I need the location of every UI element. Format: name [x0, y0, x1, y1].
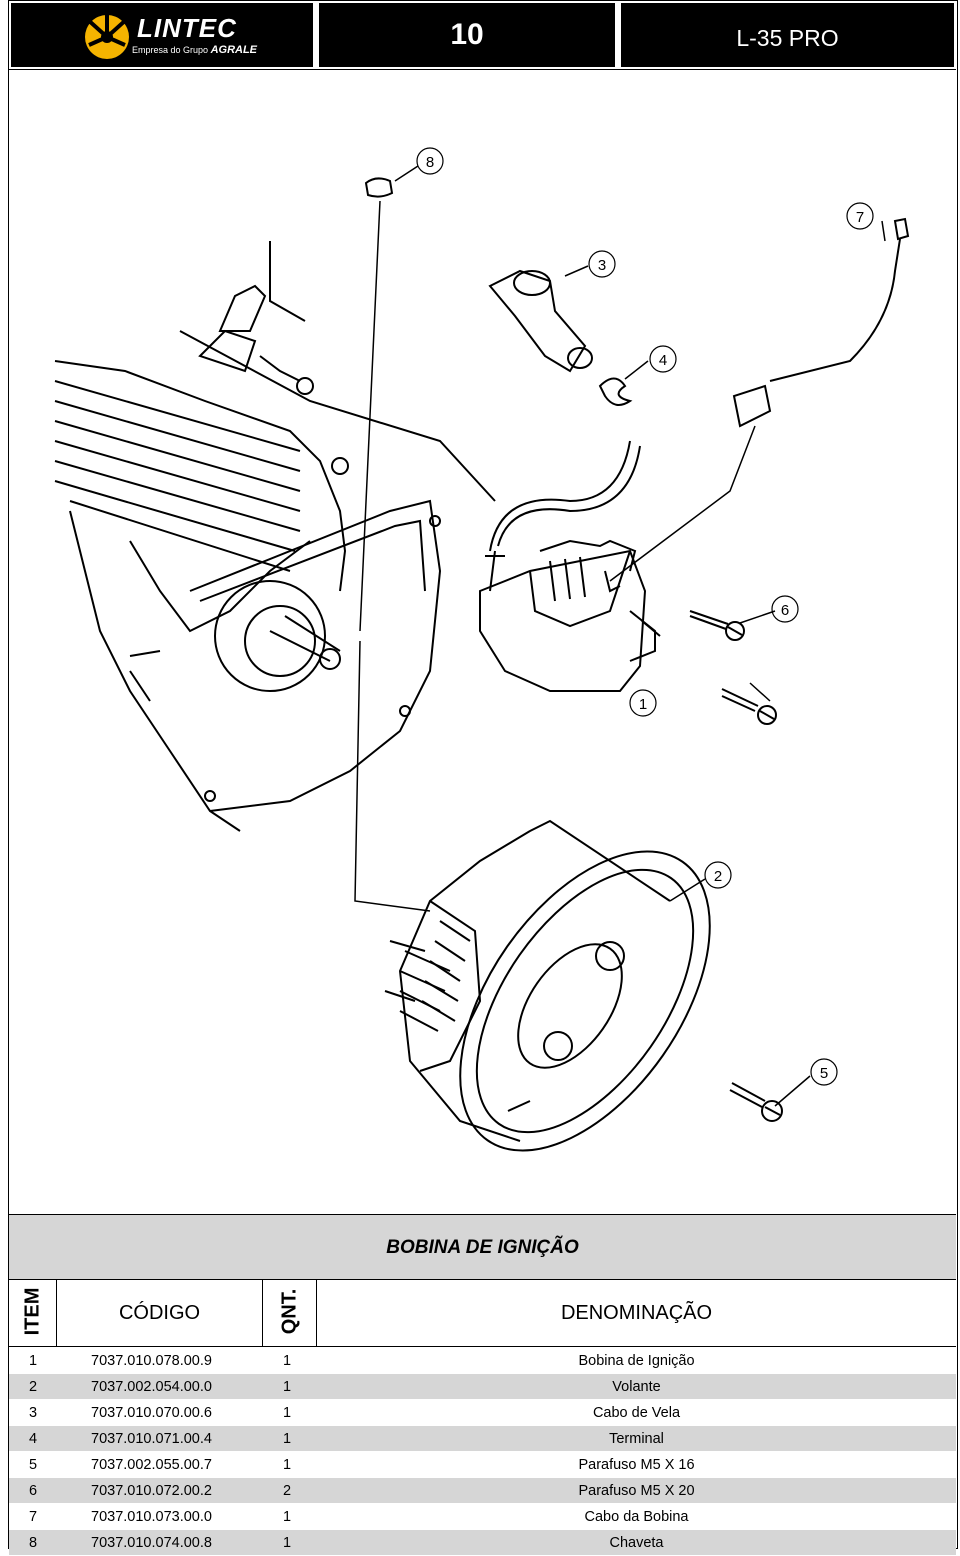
- col-item-header: ITEM: [9, 1280, 57, 1346]
- model-name: L-35 PRO: [736, 25, 839, 51]
- svg-text:8: 8: [426, 154, 434, 171]
- table-header: ITEM CÓDIGO QNT. DENOMINAÇÃO: [9, 1280, 956, 1347]
- section-title: BOBINA DE IGNIÇÃO: [386, 1237, 579, 1258]
- callout-2: 2: [704, 861, 732, 889]
- callout-7: 7: [846, 202, 874, 230]
- page-header: LINTEC Empresa do Grupo AGRALE 10 L-35 P…: [9, 1, 956, 70]
- parts-catalog-page: LINTEC Empresa do Grupo AGRALE 10 L-35 P…: [8, 0, 958, 1556]
- svg-text:1: 1: [639, 696, 647, 713]
- callout-6: 6: [771, 595, 799, 623]
- brand-subtitle: Empresa do Grupo AGRALE: [132, 44, 258, 56]
- exploded-view-drawing: 8 7 3 4 6 1 2 5: [54, 147, 910, 1152]
- page-number-box: 10: [317, 1, 617, 69]
- callout-8: 8: [416, 147, 444, 175]
- section-title-bar: BOBINA DE IGNIÇÃO: [9, 1214, 956, 1280]
- engine-cylinder-drawing: [54, 241, 496, 832]
- col-qty-header: QNT.: [263, 1280, 317, 1346]
- brand-name: LINTEC: [137, 13, 237, 43]
- brand-logo-box: LINTEC Empresa do Grupo AGRALE: [9, 1, 315, 69]
- key-leader-line: [354, 165, 431, 912]
- flywheel-screw-drawing: [729, 1082, 783, 1122]
- svg-text:7: 7: [856, 209, 864, 226]
- callout-3: 3: [588, 250, 616, 278]
- model-box: L-35 PRO: [619, 1, 956, 69]
- svg-text:6: 6: [781, 602, 789, 619]
- flywheel-drawing: [384, 819, 711, 1152]
- ignition-coil-drawing: [479, 440, 661, 692]
- page-number: 10: [450, 18, 484, 51]
- sun-logo-icon: [85, 13, 129, 59]
- key-part-drawing: [364, 177, 394, 198]
- coil-ground-cable-drawing: [609, 217, 910, 582]
- callout-1: 1: [629, 689, 657, 717]
- col-code-header: CÓDIGO: [57, 1280, 263, 1346]
- coil-screw-6-drawing: [689, 610, 745, 641]
- svg-text:3: 3: [598, 257, 606, 274]
- spark-plug-cap-drawing: [488, 269, 593, 373]
- svg-text:2: 2: [714, 868, 722, 885]
- col-name-header: DENOMINAÇÃO: [560, 1302, 713, 1324]
- callout-4: 4: [649, 345, 677, 373]
- svg-text:5: 5: [820, 1065, 828, 1082]
- svg-text:4: 4: [659, 352, 667, 369]
- callout-5: 5: [810, 1058, 838, 1086]
- terminal-part-drawing: [598, 377, 633, 406]
- leader-lines: [564, 220, 886, 1107]
- coil-screw-1-drawing: [721, 688, 777, 725]
